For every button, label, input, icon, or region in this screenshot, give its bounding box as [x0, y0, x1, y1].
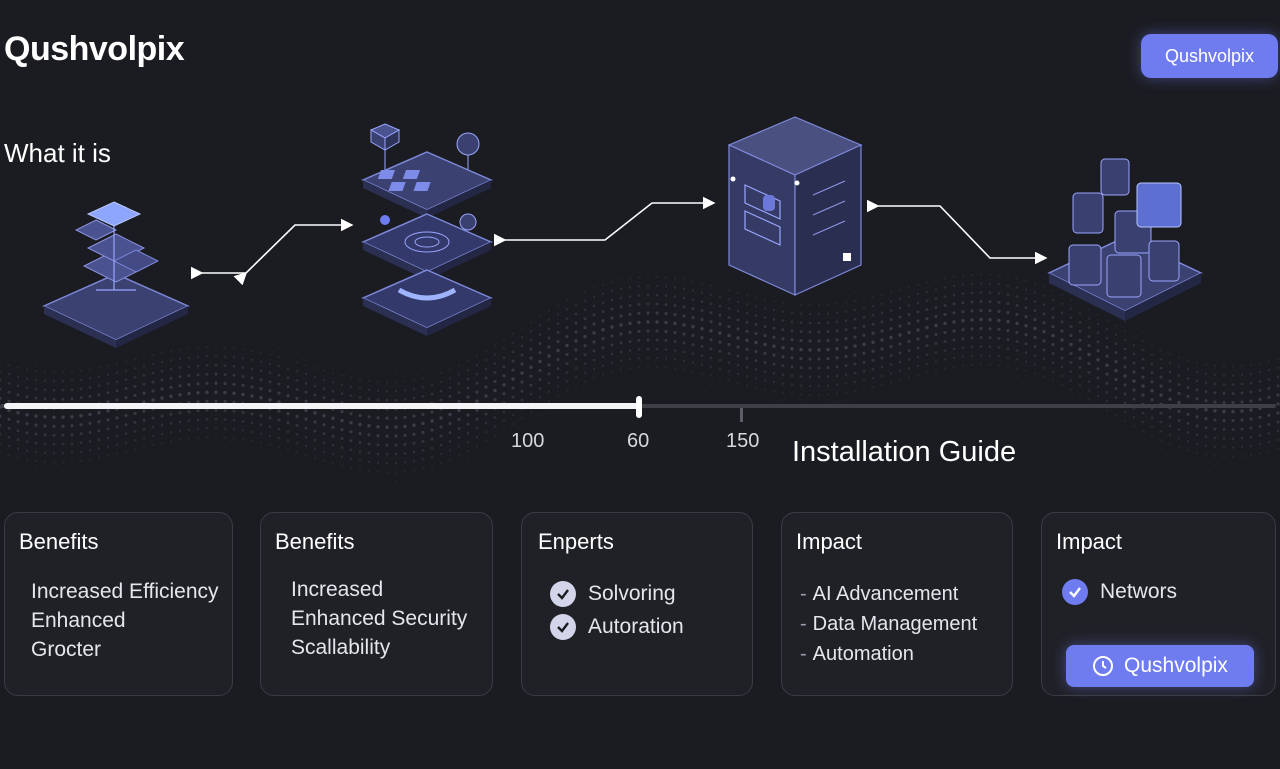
list-item: -AI Advancement	[800, 583, 959, 605]
check-item-label: Networs	[1100, 580, 1178, 603]
scale-label-60: 60	[627, 430, 650, 452]
scale-label-150: 150	[726, 430, 760, 452]
layered-chip-icon	[361, 123, 493, 336]
benefits-card-2: Benefits Increased Enhanced Security Sca…	[260, 512, 493, 696]
card-title: Benefits	[19, 529, 99, 554]
cube-processor-icon	[727, 116, 863, 296]
check-item-label: Autoration	[588, 615, 684, 638]
check-item-label: Solvoring	[588, 582, 676, 605]
scale-tick	[740, 408, 743, 422]
list-item-label: AI Advancement	[812, 583, 959, 605]
installation-guide-heading: Installation Guide	[792, 436, 1017, 468]
list-item: Scallability	[291, 636, 391, 659]
brand-action-button[interactable]: Qushvolpix	[1066, 645, 1254, 687]
check-icon	[550, 614, 576, 640]
benefits-card-1: Benefits Increased Efficiency Enhanced G…	[4, 512, 233, 696]
experts-card: Enperts Solvoring Autoration	[521, 512, 753, 696]
list-item-label: Automation	[812, 643, 914, 665]
clock-icon	[1093, 656, 1114, 676]
progress-handle[interactable]	[636, 396, 642, 418]
section-title: What it is	[4, 138, 111, 168]
server-stack-icon	[42, 201, 190, 348]
list-item: Grocter	[31, 638, 102, 661]
check-item: Solvoring	[550, 581, 676, 607]
top-brand-button[interactable]: Qushvolpix	[1141, 34, 1278, 78]
progress-fill	[4, 403, 640, 409]
card-title: Benefits	[275, 529, 355, 554]
list-item: -Automation	[800, 643, 914, 665]
list-item: Increased Efficiency	[31, 580, 219, 603]
check-icon	[1062, 579, 1088, 605]
check-item: Networs	[1062, 579, 1177, 605]
list-item-label: Data Management	[812, 613, 978, 635]
card-title: Impact	[796, 529, 863, 554]
check-icon	[550, 581, 576, 607]
brand-logo: Qushvolpix	[4, 30, 185, 68]
list-item: Enhanced Security	[291, 607, 468, 630]
list-item: Increased	[291, 578, 384, 601]
impact-card-1: Impact -AI Advancement -Data Management …	[781, 512, 1013, 696]
card-title: Enperts	[538, 529, 614, 554]
list-item: Enhanced	[31, 609, 126, 632]
check-item: Autoration	[550, 614, 684, 640]
dashboard-devices-icon	[1047, 158, 1203, 321]
impact-card-2: Impact Networs Qushvolpix	[1041, 512, 1276, 696]
card-title: Impact	[1056, 529, 1123, 554]
list-item: -Data Management	[800, 613, 978, 635]
scale-label-100: 100	[511, 430, 545, 452]
brand-action-label: Qushvolpix	[1124, 654, 1228, 677]
